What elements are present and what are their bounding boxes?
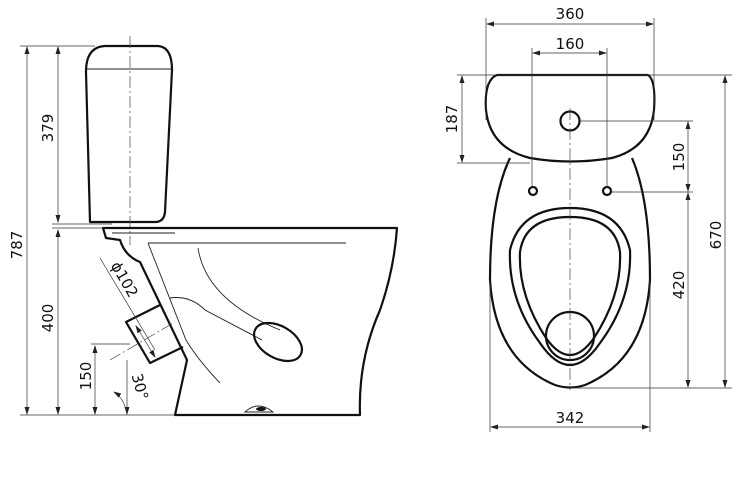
dim-670: 670 <box>707 221 725 250</box>
dim-187: 187 <box>443 105 461 134</box>
side-view: 787 379 400 150 ϕ102 30° <box>8 36 399 417</box>
front-view: 360 160 187 150 670 420 342 <box>443 5 732 432</box>
dim-150-bolts: 150 <box>670 143 688 172</box>
seat-bolt-left <box>527 185 539 197</box>
dim-420: 420 <box>670 271 688 300</box>
bowl-top <box>488 157 652 389</box>
dim-angle-30: 30° <box>128 372 152 402</box>
dim-diameter-102: ϕ102 <box>107 258 142 300</box>
trapway-opening <box>253 321 303 363</box>
seat-outer <box>508 206 632 367</box>
dim-400: 400 <box>39 304 57 333</box>
dim-379: 379 <box>39 114 57 143</box>
bowl-side <box>101 226 399 417</box>
dim-150-outlet: 150 <box>77 362 95 391</box>
seat-bolt-right <box>601 185 613 197</box>
dim-160: 160 <box>556 35 585 53</box>
cistern-side <box>84 44 174 224</box>
dim-787: 787 <box>8 231 26 260</box>
dim-342: 342 <box>556 409 585 427</box>
floor-drain-mark <box>243 405 275 413</box>
dim-360: 360 <box>556 5 585 23</box>
